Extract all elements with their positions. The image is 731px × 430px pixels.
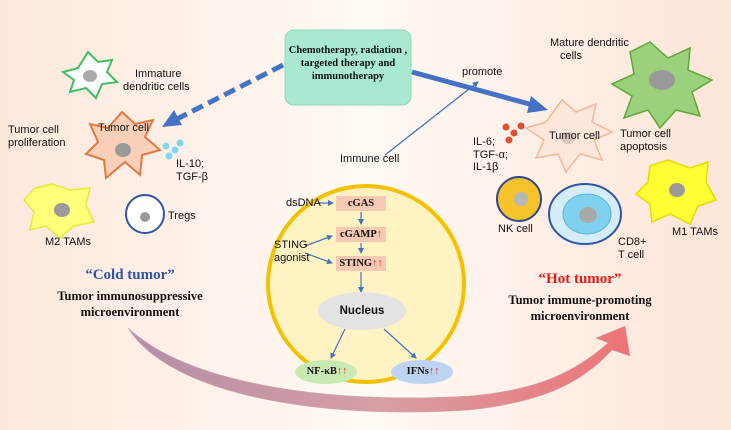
nucleus-to-nfkb-arrow (330, 328, 346, 359)
dashed-arrow-head (162, 110, 182, 127)
cd8-label: CD8+ T cell (618, 236, 646, 261)
sting-agonist-label: STING agonist (274, 239, 309, 264)
nfkb-ellipse (295, 360, 357, 384)
m1-tams-label: M1 TAMs (672, 226, 719, 238)
treatment-box (284, 29, 412, 106)
cold-tumor-subtitle: Tumor immunosuppressive microenvironment (30, 288, 230, 321)
sting-up-arrows: ↑↑ (372, 258, 383, 269)
il10-dot (165, 152, 173, 160)
il10-dot (176, 139, 184, 147)
apoptosis-label: Tumor cell apoptosis (620, 128, 671, 153)
apoptosis-label-1: Tumor cell (620, 128, 671, 140)
sting-agonist-1: STING (274, 239, 308, 251)
hot-cytokine-3: IL-1β (473, 161, 499, 174)
solid-arrow-head (527, 96, 548, 113)
hot-cytokine-2: TGF-α; (473, 148, 509, 161)
hot-tumor-subtitle: Tumor immune-promoting microenvironment (480, 292, 680, 325)
cgamp-label: cGAMP↑ (336, 229, 386, 241)
agonist-to-cgamp-arrow (304, 234, 333, 247)
nk-nucleus (514, 192, 528, 206)
nucleus-label: Nucleus (339, 305, 385, 317)
ifns-text: IFNs (406, 366, 429, 377)
proliferation-label-2: proliferation (8, 136, 66, 149)
nk-cell-label: NK cell (498, 223, 533, 235)
cold-subtitle-2: microenvironment (80, 305, 180, 320)
cold-cytokine-1: IL-10; (176, 158, 205, 170)
ifns-label: IFNs↑↑ (391, 366, 455, 378)
cd8-label-2: T cell (618, 248, 645, 261)
ifns-up-arrows: ↑↑ (428, 366, 440, 377)
agonist-to-sting-arrow (304, 252, 333, 265)
il6-dot (517, 122, 525, 130)
mature-dc-nucleus (649, 70, 675, 90)
immature-dc-label-1: Immature (135, 68, 182, 80)
hot-subtitle-1: Tumor immune-promoting (508, 293, 652, 307)
il10-dot (171, 146, 179, 154)
hot-subtitle-2: microenvironment (530, 309, 630, 324)
cd8-label-1: CD8+ (618, 236, 647, 248)
treatment-line-1: Chemotherapy, radiation , (288, 45, 408, 56)
proliferation-label-1: Tumor cell (8, 124, 59, 136)
immune-cell-body (266, 184, 466, 384)
immature-dc-nucleus (83, 70, 97, 82)
sting-agonist-2: agonist (274, 251, 310, 264)
treatment-line-2: targeted therapy and (300, 58, 396, 70)
cd8-nucleus (579, 207, 597, 223)
immature-dc-label-2: dendritic cells (123, 80, 190, 93)
cgamp-text: cGAMP (340, 229, 377, 240)
il6-dot (505, 136, 513, 144)
nfkb-up-arrows: ↑↑ (336, 366, 348, 377)
hot-tumor-title: “Hot tumor” (538, 271, 622, 287)
solid-arrow-to-hot (411, 69, 534, 108)
nucleus-to-ifns-arrow (383, 328, 417, 359)
cgas-box (336, 196, 386, 211)
mature-dc-label-1: Mature dendritic (550, 37, 629, 49)
m2-tams-label: M2 TAMs (45, 236, 92, 248)
ifns-ellipse (391, 360, 453, 384)
nucleus (318, 292, 406, 330)
cold-cytokine-2: TGF-β (176, 170, 208, 183)
cgamp-box (336, 227, 386, 242)
m1-tam-nucleus (669, 183, 685, 197)
hot-cytokine-1: IL-6; (473, 136, 496, 148)
nfkb-text: NF-κB (306, 366, 337, 377)
mature-dc-label: Mature dendritic cells (550, 37, 629, 62)
m2-tam-nucleus (54, 203, 70, 217)
treatment-box-label: Chemotherapy, radiation , targeted thera… (287, 44, 409, 83)
cold-subtitle-1: Tumor immunosuppressive (57, 289, 203, 303)
treg-nucleus (140, 212, 150, 222)
cold-tumor-nucleus (115, 143, 131, 157)
cgas-label: cGAS (347, 198, 375, 209)
apoptosis-label-2: apoptosis (620, 140, 668, 153)
promote-label: promote (462, 66, 503, 78)
cgamp-up-arrow: ↑ (376, 229, 382, 240)
il10-dot (162, 142, 170, 150)
dashed-arrow-to-cold (173, 62, 285, 123)
mature-dc-label-2: cells (560, 49, 583, 62)
il6-dot (510, 129, 518, 137)
hot-tumor-cell-label: Tumor cell (549, 130, 600, 142)
treatment-line-3: immunotherapy (311, 71, 385, 83)
proliferation-label: Tumor cell proliferation (8, 124, 65, 149)
transition-swoop-arrow (127, 325, 631, 413)
tregs-label: Tregs (168, 210, 196, 222)
dsdna-label: dsDNA (286, 197, 321, 209)
il6-dot (502, 123, 510, 131)
cold-tumor-cell-label: Tumor cell (98, 122, 149, 134)
sting-box (336, 256, 386, 271)
cold-cytokines-label: IL-10; TGF-β (176, 158, 208, 183)
nfkb-label: NF-κB↑↑ (295, 366, 359, 378)
cold-tumor-title: “Cold tumor” (85, 267, 175, 283)
sting-label: STING↑↑ (336, 258, 386, 270)
sting-text: STING (339, 258, 373, 269)
immune-cell-label: Immune cell (340, 153, 400, 165)
hot-tumor-nucleus (561, 132, 575, 144)
promote-arrow (384, 81, 479, 156)
immature-dc-label: Immature dendritic cells (123, 68, 190, 93)
hot-cytokines-label: IL-6; TGF-α; IL-1β (473, 136, 508, 174)
